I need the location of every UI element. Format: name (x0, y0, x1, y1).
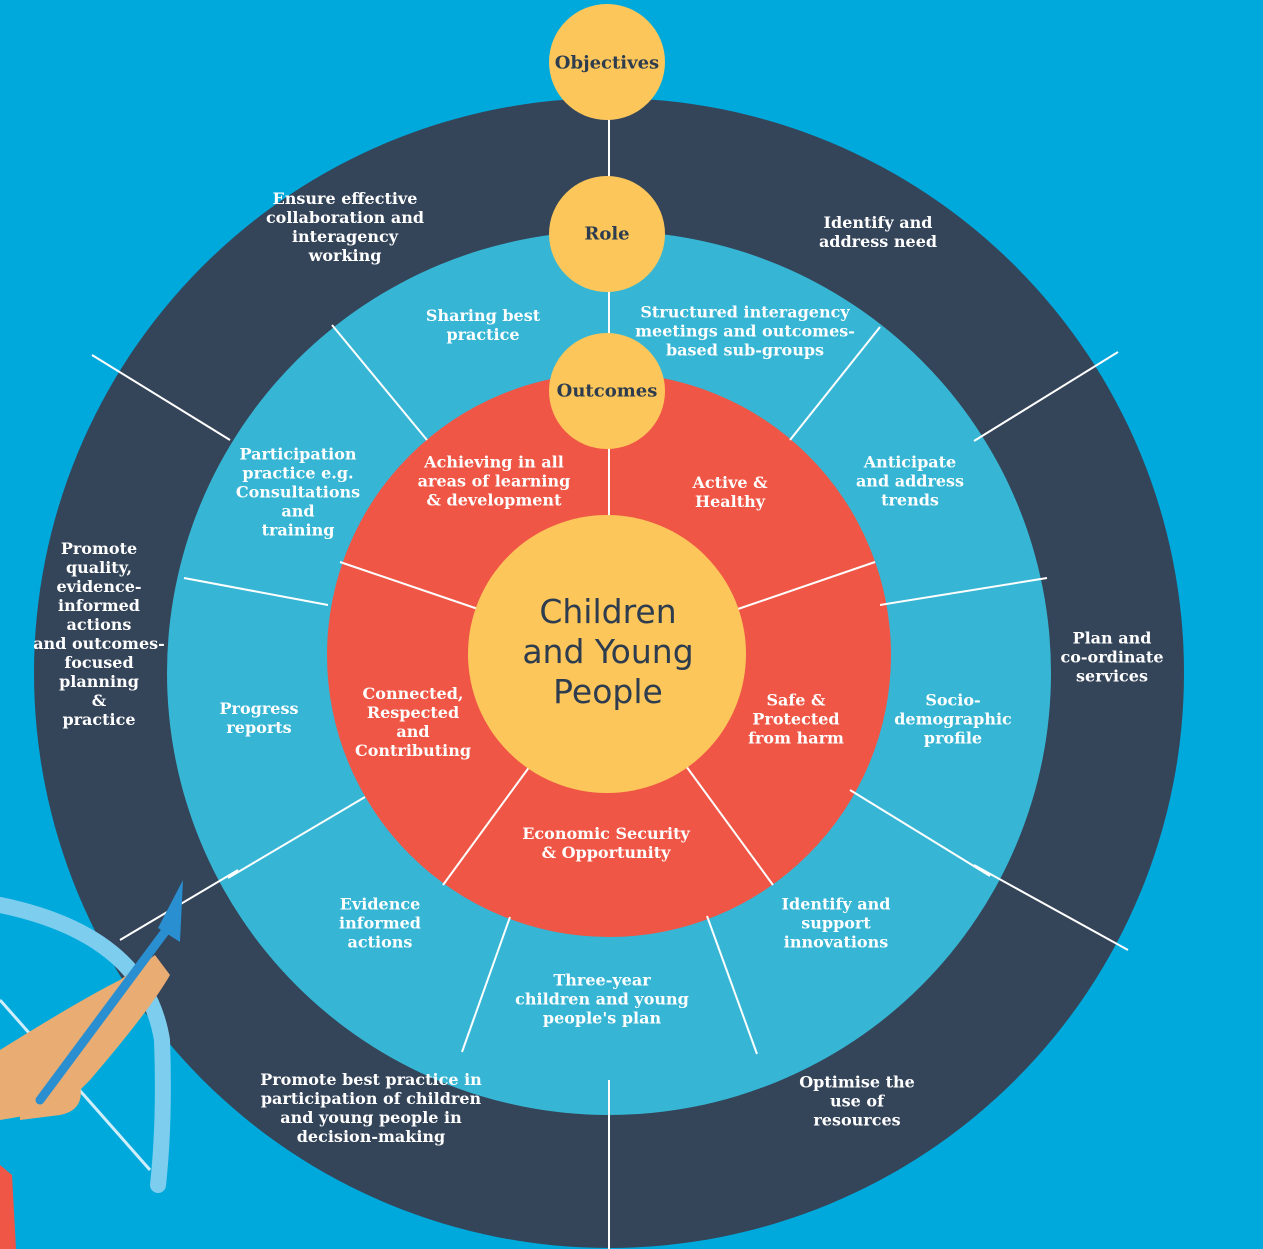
outcome-connected: Connected, Respected and Contributing (354, 684, 472, 760)
objectives-badge: Objectives (554, 52, 660, 74)
archer-illustration (0, 880, 183, 1249)
objective-participation: Promote best practice in participation o… (260, 1070, 482, 1146)
role-badge: Role (584, 223, 630, 245)
objective-quality: Promote quality, evidence- informed acti… (33, 539, 165, 729)
arrow-shaft-icon (35, 920, 175, 1105)
role-participation-practice: Participation practice e.g. Consultation… (235, 444, 361, 540)
objectives-badge-circle (549, 4, 665, 120)
middle-ring-dividers (183, 290, 1048, 1055)
role-socio-demographic: Socio- demographic profile (894, 690, 1012, 748)
outcomes-badge: Outcomes (556, 380, 658, 402)
role-badge-circle (549, 176, 665, 292)
center-label: Children and Young People (522, 592, 694, 711)
arrowhead-icon (158, 880, 183, 942)
outcome-economic-security: Economic Security & Opportunity (522, 824, 690, 862)
role-evidence-actions: Evidence informed actions (339, 894, 421, 952)
outcome-safe-protected: Safe & Protected from harm (748, 690, 844, 748)
objective-plan-coordinate: Plan and co-ordinate services (1060, 628, 1164, 686)
outcome-achieving: Achieving in all areas of learning & dev… (417, 452, 571, 510)
inner-ring-dividers (339, 440, 876, 886)
bow-icon (0, 897, 171, 1193)
objective-identify-need: Identify and address need (818, 213, 938, 251)
role-sharing-practice: Sharing best practice (425, 306, 541, 344)
objective-optimise-resources: Optimise the use of resources (799, 1072, 915, 1130)
hand-icon (20, 1072, 81, 1120)
outer-ring-dividers (91, 110, 1129, 1249)
role-innovations: Identify and support innovations (781, 894, 891, 952)
sleeve-icon (0, 1165, 16, 1249)
outcomes-badge-circle (549, 333, 665, 449)
role-three-year-plan: Three-year children and young people's p… (515, 970, 689, 1028)
role-anticipate-trends: Anticipate and address trends (855, 452, 965, 510)
objective-collaboration: Ensure effective collaboration and inter… (265, 189, 425, 265)
role-progress-reports: Progress reports (219, 699, 299, 737)
center-circle (468, 515, 746, 793)
role-structured-meetings: Structured interagency meetings and outc… (635, 302, 855, 360)
outcome-active-healthy: Active & Healthy (692, 473, 768, 511)
